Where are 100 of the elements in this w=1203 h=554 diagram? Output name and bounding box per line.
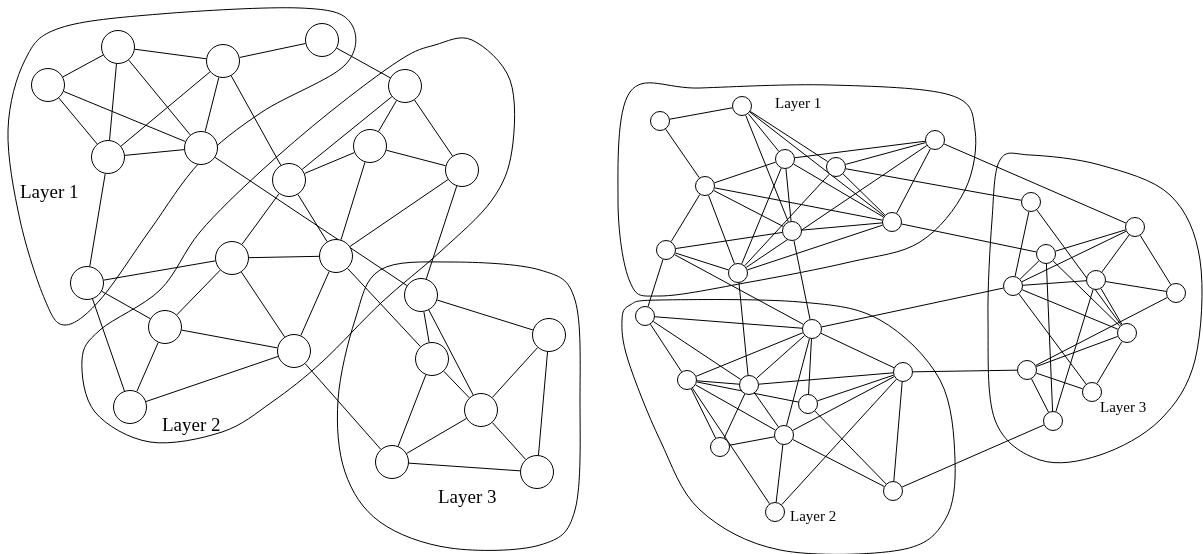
connector-line [128,59,191,136]
connector-line [817,374,894,402]
connector-line [248,255,320,259]
layer-label: Layer 2 [790,509,837,524]
connector-line [741,167,782,265]
connector-line [240,271,286,338]
connector-line [336,47,391,79]
connector-line [1035,372,1084,390]
connector-line [747,224,883,271]
connector-line [103,260,216,281]
connector-line [406,418,467,454]
connector-line [92,298,125,392]
connector-line [538,351,548,456]
connector-line [745,114,789,223]
connector-line [63,90,186,143]
connector-line [1035,297,1168,366]
connector-line [675,252,729,271]
connector-line [1014,211,1030,277]
connector-line [845,142,926,165]
connector-line [786,338,810,426]
connector-line [808,338,812,395]
connector-line [943,143,1127,224]
connector-line [785,168,792,222]
connector-line [792,376,895,431]
connector-line [1021,230,1127,283]
connector-line [1139,235,1172,285]
connector-line [1021,289,1119,330]
connector-line [1105,281,1167,292]
connector-line [794,140,926,159]
connector-line [349,179,449,247]
connector-line [1100,288,1123,325]
connector-line [230,75,282,166]
connector-line [58,97,98,145]
connector-line [781,378,897,506]
connector-line [423,311,430,343]
connector-line [214,156,408,287]
connector-line [239,43,306,58]
connector-line [690,388,717,439]
connector-line [1022,280,1087,286]
connector-line [775,444,784,503]
connector-line [912,369,1018,373]
connector-line [443,370,470,399]
connector-line [696,380,740,385]
connector-line [101,290,151,320]
connector-line [408,462,521,472]
connector-line [397,374,427,447]
connector-line [241,193,280,245]
connector-line [1052,260,1121,327]
connector-line [723,393,746,439]
connector-line [297,193,328,243]
connector-line [414,99,453,157]
connector-line [1055,229,1126,252]
connector-line [801,222,883,231]
connector-line [491,347,539,398]
connector-line [696,381,799,403]
connector-line [845,168,1022,201]
connector-line [300,271,330,336]
connector-line [714,187,883,221]
connector-line [758,372,894,385]
connector-line [378,100,397,132]
connector-line [792,439,885,487]
connector-line [755,335,806,379]
connector-line [89,173,106,267]
connector-line [1096,341,1123,384]
connector-line [301,96,393,170]
connector-line [821,287,1004,328]
connector-line [747,113,780,152]
connector-line [675,232,783,249]
connector-line [124,149,185,156]
connector-line [893,381,903,482]
connector-line [793,163,884,218]
connector-line [738,282,749,376]
layer-label: Layer 3 [1100,400,1147,415]
connector-line [120,71,211,147]
connector-line [654,316,803,329]
connector-line [1019,260,1040,280]
connector-line [901,424,1045,488]
connector-line [436,299,534,331]
connector-line [204,77,220,132]
connector-line [134,48,207,60]
connector-line [670,194,701,242]
connector-line [708,194,735,265]
connector-line [695,384,776,431]
connector-line [669,107,733,120]
connector-line [1035,335,1119,368]
connector-line [304,363,382,450]
connector-line [814,410,887,485]
connector-line [176,269,221,316]
connector-line [793,240,811,320]
layer-label: Layer 3 [438,487,497,506]
connector-line [425,185,458,280]
layer-label: Layer 2 [162,415,221,434]
connector-line [647,259,664,307]
connector-line [842,173,886,216]
connector-line [145,356,279,402]
layer-label: Layer 1 [20,182,79,201]
connector-line [1055,289,1094,412]
connector-line [713,161,777,184]
connector-line [491,422,527,460]
connector-line [136,342,159,392]
